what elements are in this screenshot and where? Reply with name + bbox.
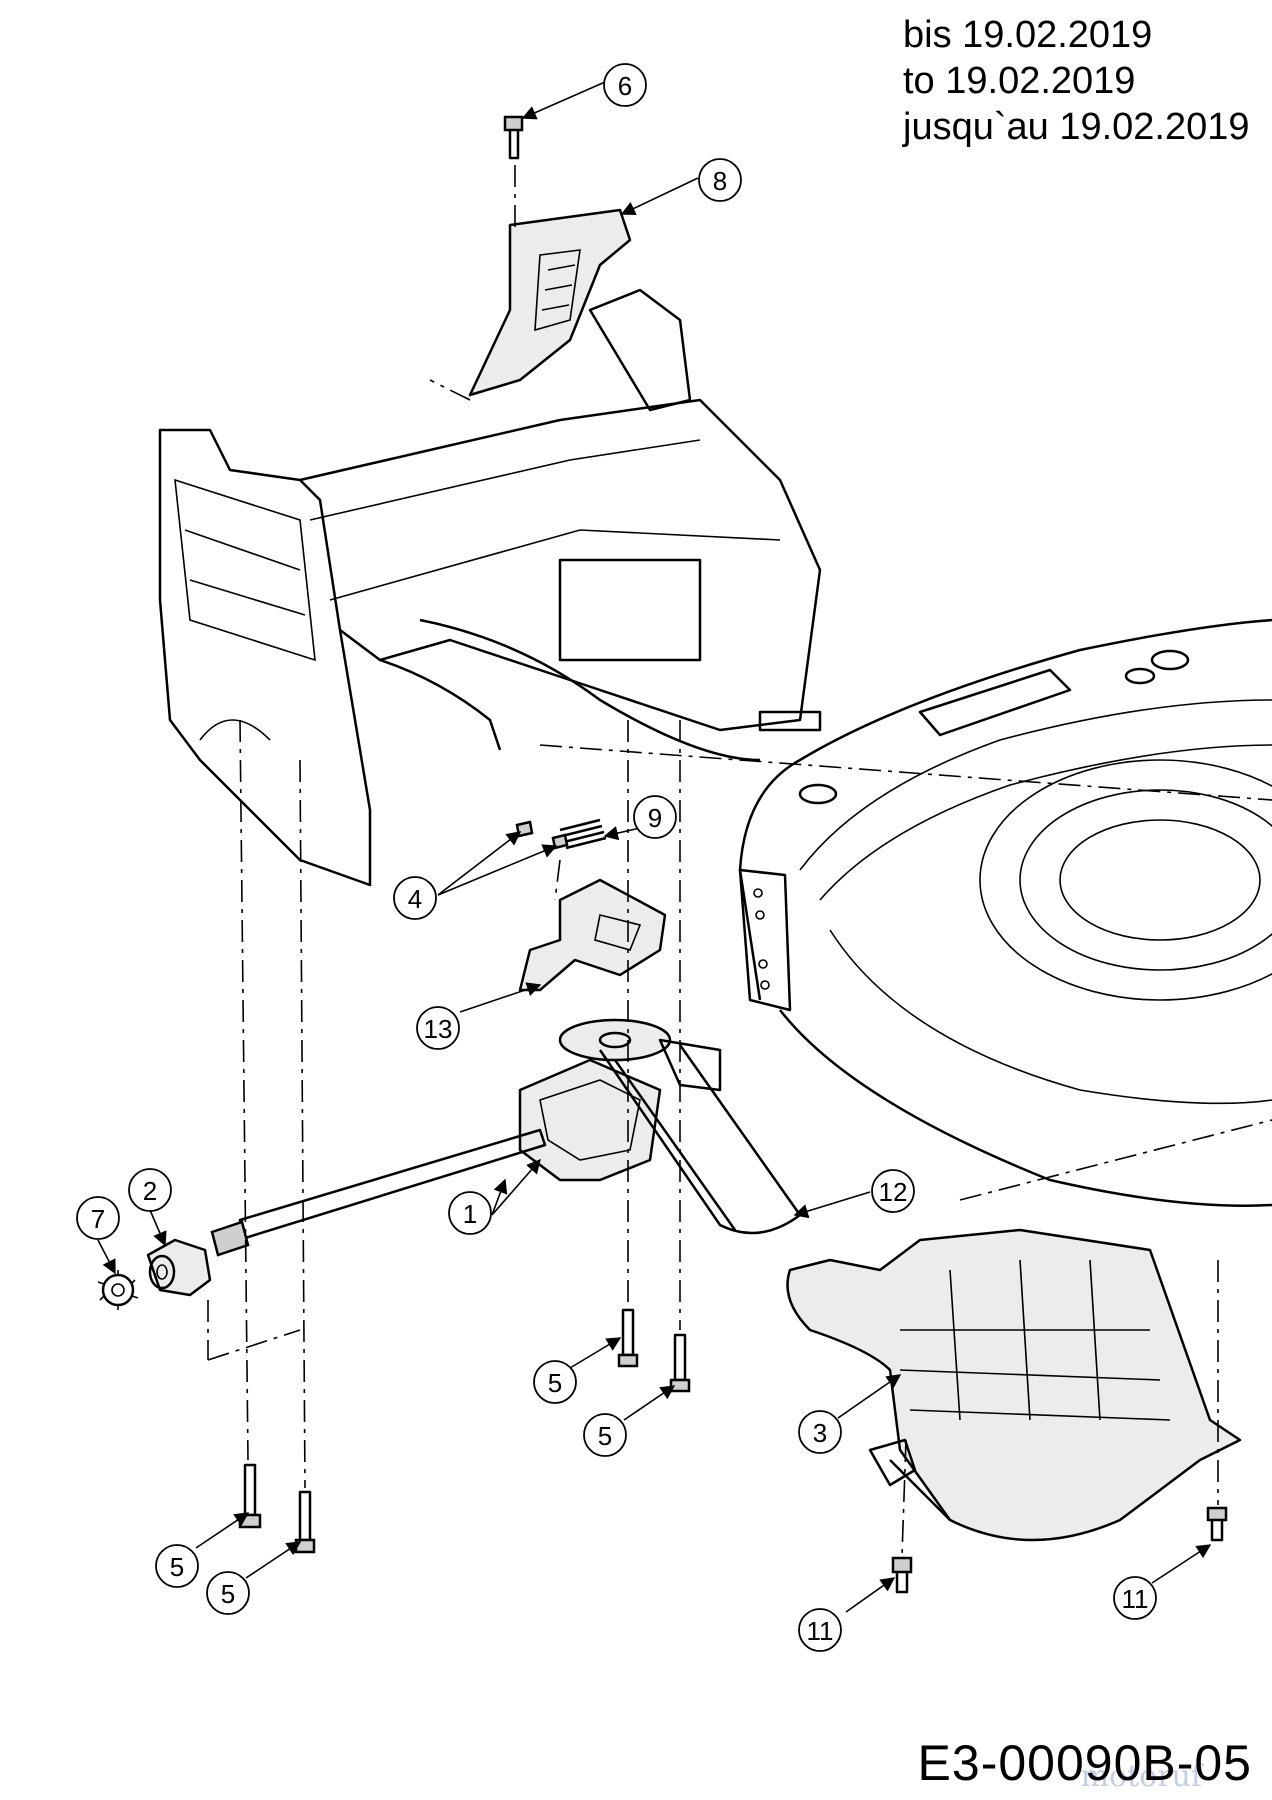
svg-text:11: 11 [807,1616,834,1646]
validity-de: bis 19.02.2019 [903,14,1153,56]
rear-housing [158,288,822,887]
svg-text:3: 3 [813,1418,827,1448]
part-11-screws [891,1506,1228,1594]
part-8-cover [468,208,632,397]
mower-deck [738,618,1272,1207]
callout-11b: 11 [1113,1576,1157,1620]
svg-text:5: 5 [548,1368,562,1398]
callout-9: 9 [633,795,677,839]
callout-1: 1 [448,1191,492,1235]
part-3-chute [786,1228,1242,1542]
part-9-spring [559,818,607,850]
validity-fr: jusqu`au 19.02.2019 [903,106,1250,148]
svg-text:13: 13 [424,1014,453,1044]
part-4-screws [515,820,569,850]
svg-text:5: 5 [598,1421,612,1451]
part-12-belt [558,1018,802,1235]
callout-leaders [97,81,1212,1613]
callout-3: 3 [798,1410,842,1454]
callout-5a: 5 [533,1360,577,1404]
callout-4: 4 [393,876,437,920]
part-1-gearbox [210,1058,662,1257]
svg-text:5: 5 [221,1579,235,1609]
svg-text:8: 8 [713,166,727,196]
svg-text:5: 5 [170,1552,184,1582]
svg-text:11: 11 [1122,1584,1149,1614]
callout-8: 8 [698,158,742,202]
svg-text:7: 7 [91,1204,105,1234]
svg-text:4: 4 [408,884,422,914]
svg-text:1: 1 [463,1199,477,1229]
drawing-code: E3-00090B-05 [917,1735,1252,1791]
assembly-lines [207,165,1272,1556]
watermark-logo: motoruf [1080,1759,1202,1794]
callout-5b: 5 [583,1413,627,1457]
svg-text:9: 9 [648,803,662,833]
callout-2: 2 [128,1168,172,1212]
callout-12: 12 [871,1169,915,1213]
part-13-bracket [518,878,667,992]
part-2-bearing [146,1238,212,1297]
callout-5c: 5 [155,1544,199,1588]
callout-5d: 5 [206,1571,250,1615]
callout-13: 13 [416,1006,460,1050]
svg-text:2: 2 [143,1176,157,1206]
callout-6: 6 [603,63,647,107]
svg-text:6: 6 [618,71,632,101]
validity-en: to 19.02.2019 [903,60,1136,102]
part-6-screw [503,115,524,160]
part-7-pinion [97,1270,139,1310]
callout-11a: 11 [798,1608,842,1652]
callout-7: 7 [76,1196,120,1240]
svg-text:12: 12 [879,1177,908,1207]
